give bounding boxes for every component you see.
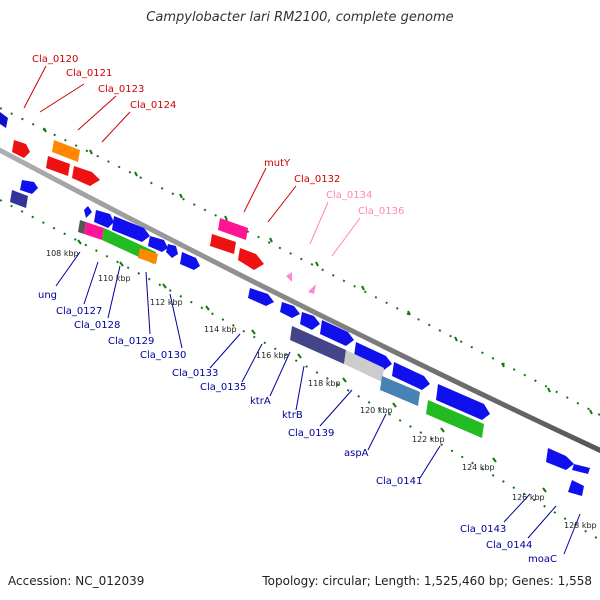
gene-label: Cla_0143 xyxy=(460,524,506,535)
gene-arrow xyxy=(148,236,168,252)
gene-label: ktrA xyxy=(250,396,271,407)
tick-marks xyxy=(77,239,547,493)
lower-gene-blocks xyxy=(10,180,590,496)
gene-label: Cla_0144 xyxy=(486,540,532,551)
gene-arrow xyxy=(380,376,420,406)
accession-text: Accession: NC_012039 xyxy=(8,574,145,588)
gene-label: Cla_0141 xyxy=(376,476,422,487)
map-title: Campylobacter lari RM2100, complete geno… xyxy=(146,10,454,25)
gene-arrow xyxy=(52,140,80,162)
gene-arrow xyxy=(12,140,30,158)
tick-label: 110 kbp xyxy=(98,274,131,283)
gene-arrow xyxy=(568,480,584,496)
gene-arrow xyxy=(0,112,8,128)
gene-label: Cla_0130 xyxy=(140,350,186,361)
upper-labels: Cla_0120 Cla_0121 Cla_0123 Cla_0124 mutY… xyxy=(32,54,404,217)
gene-label: ktrB xyxy=(282,410,303,421)
gene-arrow xyxy=(210,234,236,254)
tick-label: 116 kbp xyxy=(256,351,289,360)
gene-label: Cla_0127 xyxy=(56,306,102,317)
tick-label: 118 kbp xyxy=(308,379,341,388)
gene-label: aspA xyxy=(344,448,369,459)
genome-backbone xyxy=(0,147,600,454)
upper-tick-marks xyxy=(43,127,593,415)
gene-arrow xyxy=(300,312,320,330)
gene-arrow xyxy=(72,166,100,186)
gene-label: Cla_0124 xyxy=(130,100,176,111)
gene-label: Cla_0123 xyxy=(98,84,144,95)
genome-summary-text: Topology: circular; Length: 1,525,460 bp… xyxy=(262,574,592,588)
gene-arrow xyxy=(436,384,490,420)
gene-arrow xyxy=(320,320,354,346)
gene-arrow xyxy=(280,302,300,318)
gene-arrow xyxy=(286,272,292,282)
gene-arrow xyxy=(308,284,316,294)
gene-arrow xyxy=(426,400,484,438)
tick-labels: 108 kbp 110 kbp 112 kbp 114 kbp 116 kbp … xyxy=(46,249,597,530)
lower-labels: ung Cla_0127 Cla_0128 Cla_0129 Cla_0130 … xyxy=(38,290,557,565)
tick-label: 112 kbp xyxy=(150,298,183,307)
tick-label: 124 kbp xyxy=(462,463,495,472)
gene-arrow xyxy=(84,206,92,218)
gene-label: Cla_0128 xyxy=(74,320,120,331)
gene-label: Cla_0120 xyxy=(32,54,78,65)
gene-label: ung xyxy=(38,290,57,301)
gene-label: Cla_0134 xyxy=(326,190,372,201)
gene-arrow xyxy=(180,252,200,270)
tick-label: 122 kbp xyxy=(412,435,445,444)
gene-arrow xyxy=(392,362,430,390)
gene-arrow xyxy=(78,220,86,234)
gene-arrow xyxy=(46,156,70,176)
gene-arrow xyxy=(10,190,28,208)
gene-arrow xyxy=(20,180,38,194)
gene-arrow xyxy=(166,244,178,258)
tick-label: 114 kbp xyxy=(204,325,237,334)
gene-arrow xyxy=(290,326,346,364)
gene-label: Cla_0136 xyxy=(358,206,404,217)
gene-label: Cla_0132 xyxy=(294,174,340,185)
lower-track-guide xyxy=(0,199,600,541)
tick-label: 126 kbp xyxy=(512,493,545,502)
gene-arrow xyxy=(94,210,114,228)
gene-label: Cla_0121 xyxy=(66,68,112,79)
gene-arrow xyxy=(112,216,150,242)
gene-label: Cla_0135 xyxy=(200,382,246,393)
gene-arrow xyxy=(546,448,574,470)
gene-arrow xyxy=(572,464,590,474)
gene-arrow xyxy=(84,222,104,240)
gene-label: Cla_0139 xyxy=(288,428,334,439)
gene-label: moaC xyxy=(528,554,557,565)
gene-arrow xyxy=(238,248,264,270)
upper-gene-blocks xyxy=(0,112,316,294)
tick-label: 128 kbp xyxy=(564,521,597,530)
lower-label-leaders xyxy=(55,251,581,555)
gene-label: Cla_0129 xyxy=(108,336,154,347)
tick-label: 120 kbp xyxy=(360,406,393,415)
upper-track-guide xyxy=(0,107,600,416)
gene-label: mutY xyxy=(264,158,291,169)
upper-label-leaders xyxy=(23,65,361,257)
gene-label: Cla_0133 xyxy=(172,368,218,379)
tick-label: 108 kbp xyxy=(46,249,79,258)
gene-arrow xyxy=(344,350,384,382)
gene-arrow xyxy=(218,218,248,240)
gene-arrow xyxy=(354,342,392,370)
gene-arrow xyxy=(248,288,274,306)
gene-arrow xyxy=(138,248,158,264)
